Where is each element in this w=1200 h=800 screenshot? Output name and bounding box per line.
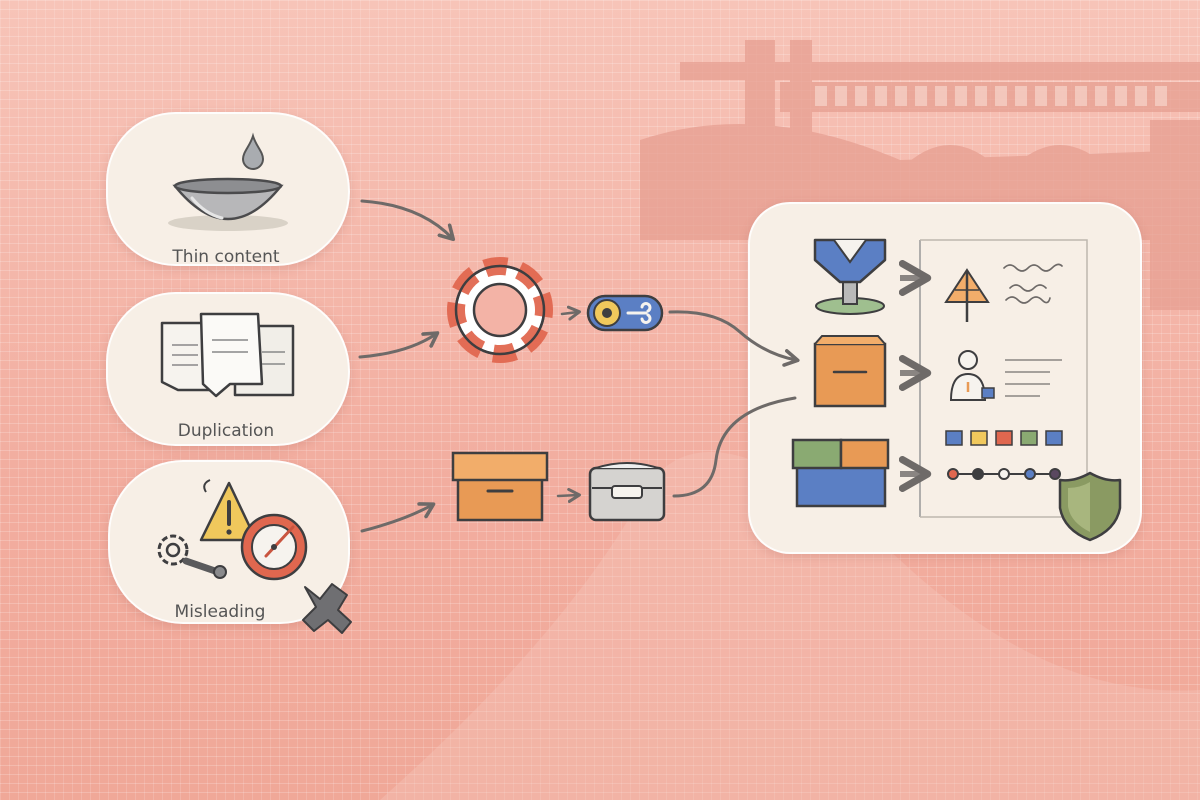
scribble-lines	[1003, 263, 1063, 304]
gift-box-icon	[791, 438, 890, 508]
label-misleading: Misleading	[174, 602, 266, 622]
arrow-box-to-tray	[556, 487, 581, 503]
arrow-dup-to-ring	[358, 331, 440, 359]
water-drop-icon	[241, 132, 265, 170]
life-ring-icon	[447, 257, 553, 363]
timeline-icon	[947, 468, 1061, 480]
bowl-icon	[168, 177, 288, 231]
arrow-ring-to-toggle	[560, 305, 581, 321]
document-outline	[920, 239, 1088, 518]
funnel-icon	[813, 238, 887, 315]
label-thin-content: Thin content	[172, 247, 280, 267]
gear-icon	[157, 534, 189, 566]
compass-icon	[240, 513, 308, 581]
wrench-icon	[182, 557, 227, 579]
person-icon	[949, 350, 995, 401]
line-tray-to-panel	[672, 396, 797, 498]
package-box-icon	[813, 335, 887, 408]
tree-icon	[944, 268, 990, 322]
shield-icon	[1058, 471, 1122, 542]
documents-icon	[160, 312, 295, 398]
arrow-toggle-to-panel	[668, 310, 800, 367]
storage-box-icon	[451, 451, 549, 522]
color-squares-icon	[945, 430, 1063, 446]
warning-icon	[199, 479, 258, 542]
tray-box-icon	[588, 462, 666, 522]
label-duplication: Duplication	[177, 421, 275, 441]
arrow-thin-to-ring	[360, 199, 456, 242]
text-lines	[1005, 359, 1062, 397]
tool-icon	[302, 583, 352, 634]
toggle-switch-icon	[586, 294, 664, 332]
arrow-mis-to-box	[360, 502, 436, 533]
